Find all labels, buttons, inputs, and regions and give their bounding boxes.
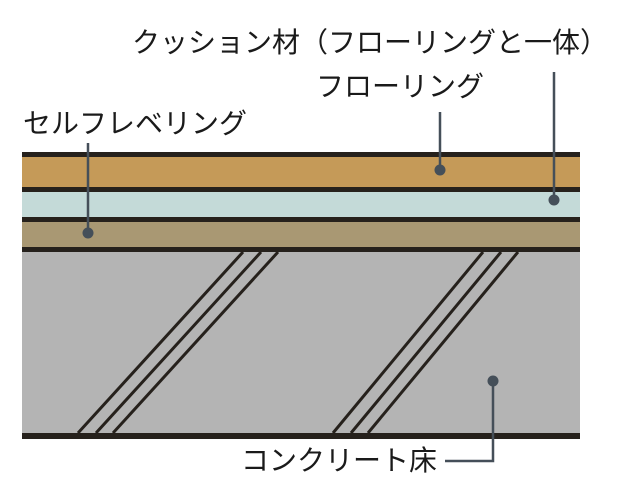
label-self-leveling: セルフレベリング	[23, 109, 248, 140]
label-concrete-floor: コンクリート床	[240, 446, 437, 477]
layer-cushion-material	[22, 192, 580, 217]
layer-self-leveling	[22, 222, 580, 247]
layer-concrete	[22, 252, 580, 433]
layer-stack	[22, 152, 580, 439]
layer-flooring	[22, 157, 580, 187]
layer-border-bottom	[22, 433, 580, 439]
layer-border	[22, 187, 580, 192]
layer-border-top	[22, 152, 580, 157]
layer-border	[22, 247, 580, 252]
layer-border	[22, 217, 580, 222]
label-flooring: フローリング	[315, 72, 484, 103]
label-cushion-material: クッション材（フローリングと一体）	[132, 28, 609, 59]
